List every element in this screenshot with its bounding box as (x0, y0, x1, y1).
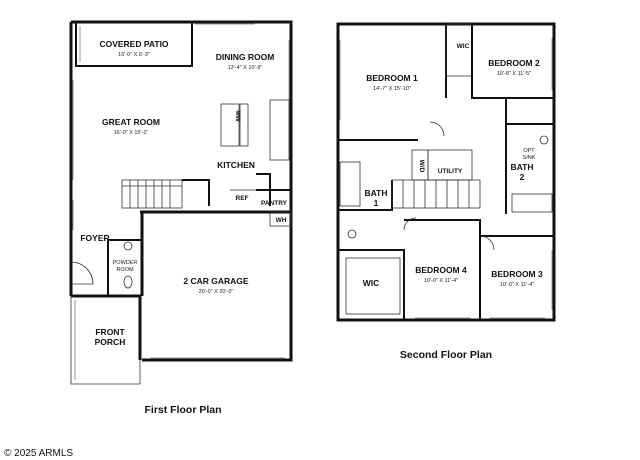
kitchen-label: KITCHEN (217, 160, 255, 170)
first-floor-stairs (121, 179, 183, 209)
first-floor-plan (69, 20, 293, 385)
ref-label: REF (236, 195, 249, 202)
great-room-label: GREAT ROOM (102, 117, 160, 127)
copyright-notice: © 2025 ARMLS (4, 448, 73, 459)
second-floor-caption: Second Floor Plan (400, 349, 492, 361)
bedroom2-dims: 10'-8" X 11'-5" (497, 71, 531, 77)
bedroom2-label: BEDROOM 2 (488, 58, 540, 68)
utility-label: UTILITY (438, 168, 463, 175)
bedroom4-dims: 10'-0" X 11'-4" (424, 278, 458, 284)
great-room-dims: 16'-0" X 15'-1" (114, 130, 149, 136)
second-floor-plan (336, 22, 556, 322)
first-floor-caption: First Floor Plan (144, 404, 221, 416)
bedroom1-label: BEDROOM 1 (366, 73, 418, 83)
wd-label: W/D (418, 160, 425, 173)
covered-patio-dims: 16'-0" X 6'-3" (118, 52, 150, 58)
dining-room-label: DINING ROOM (216, 52, 275, 62)
wic-bottom-label: WIC (363, 278, 380, 288)
mw-label: MW (234, 110, 241, 122)
bedroom1-dims: 14'-7" X 15'-10" (373, 86, 411, 92)
wh-label: WH (276, 217, 287, 224)
second-floor-stairs (391, 179, 481, 209)
dining-room-dims: 13'-4" X 10'-9" (228, 65, 263, 71)
bedroom3-dims: 10'-0" X 11'-4" (500, 282, 534, 288)
foyer-label: FOYER (80, 233, 109, 243)
bedroom3-label: BEDROOM 3 (491, 269, 543, 279)
garage-label: 2 CAR GARAGE (183, 276, 249, 286)
garage-dims: 20'-0" X 20'-0" (199, 289, 234, 295)
wic-top-label: WIC (457, 43, 470, 50)
pantry-label: PANTRY (261, 200, 288, 207)
bedroom4-label: BEDROOM 4 (415, 265, 467, 275)
covered-patio-label: COVERED PATIO (99, 39, 168, 49)
